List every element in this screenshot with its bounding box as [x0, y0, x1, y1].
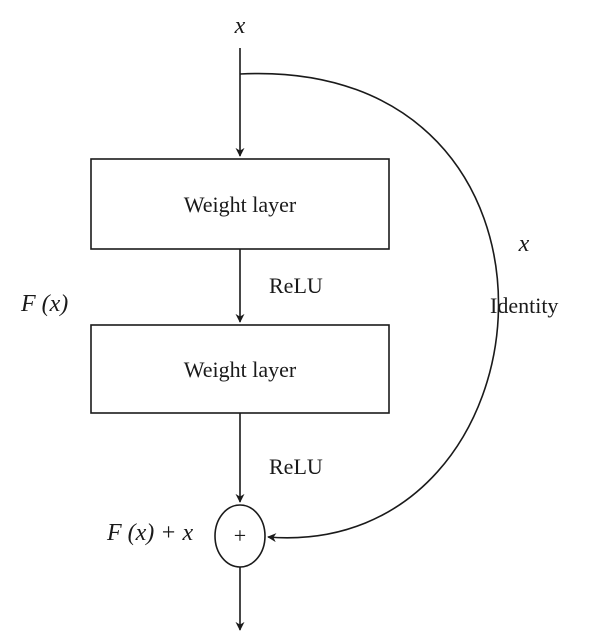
weight-layer-1: [90, 158, 390, 250]
relu-label-1: ReLU: [269, 273, 323, 298]
skip-x-label: x: [518, 231, 530, 257]
sum-label: F (x) + x: [106, 520, 193, 546]
weight-layer-2-label: Weight layer: [184, 357, 297, 382]
weight-layer-2: [90, 324, 390, 414]
identity-label: Identity: [490, 293, 558, 318]
sum-symbol: +: [234, 523, 246, 548]
relu-label-2: ReLU: [269, 454, 323, 479]
residual-fx-label: F (x): [20, 291, 68, 317]
weight-layer-1-label: Weight layer: [184, 192, 297, 217]
identity-skip-curve: [239, 72, 500, 543]
input-x-label: x: [234, 13, 246, 39]
